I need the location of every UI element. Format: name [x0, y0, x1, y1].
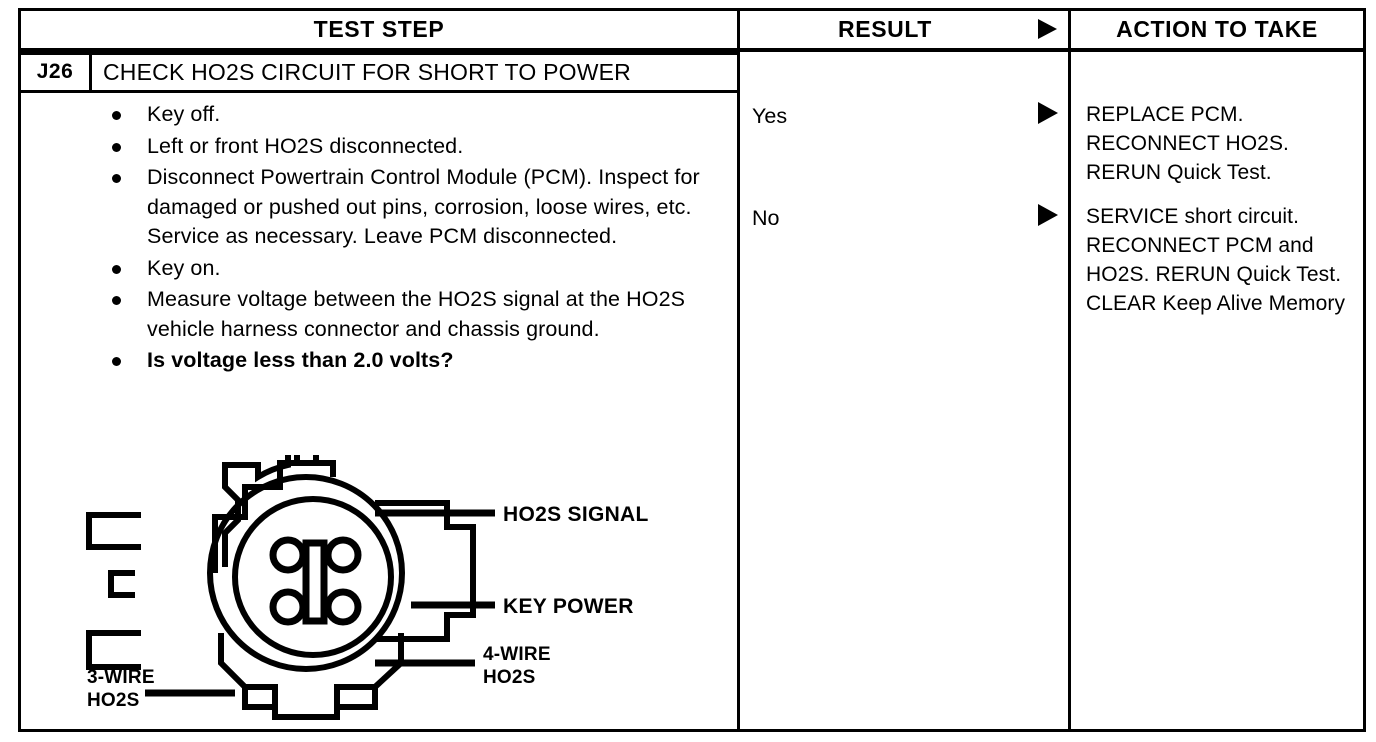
- title-row-bottom-rule: [18, 90, 737, 93]
- header-bottom-rule: [18, 48, 1366, 52]
- pin-hole-upper-right: [324, 536, 362, 574]
- list-item: Key off.: [112, 100, 727, 130]
- title-row-divider: [89, 52, 92, 93]
- step-title: CHECK HO2S CIRCUIT FOR SHORT TO POWER: [103, 59, 631, 85]
- bullet-dot-icon: [112, 296, 121, 305]
- diagram-label-4wire-line2: HO2S: [483, 667, 536, 688]
- bullet-dot-icon: [112, 111, 121, 120]
- diagram-label-3wire-line1: 3-WIRE: [87, 667, 155, 688]
- instruction-text: Key on.: [147, 255, 221, 280]
- instruction-list: Key off. Left or front HO2S disconnected…: [112, 100, 727, 378]
- step-id-cell: J26: [36, 60, 74, 83]
- ho2s-connector-pinout-diagram: HO2S SIGNAL KEY POWER 4-WIRE HO2S 3-WIRE…: [75, 455, 695, 720]
- instruction-text: Measure voltage between the HO2S signal …: [147, 287, 686, 341]
- column-divider-action: [1068, 8, 1071, 732]
- diagram-label-ho2s-signal: HO2S SIGNAL: [503, 503, 649, 526]
- instruction-text: Left or front HO2S disconnected.: [147, 133, 464, 158]
- pin-hole-lower-right: [324, 588, 362, 626]
- result-value-yes: Yes: [752, 104, 788, 128]
- diagram-label-key-power: KEY POWER: [503, 595, 634, 618]
- bullet-dot-icon: [112, 264, 121, 274]
- bullet-dot-icon: [112, 357, 121, 366]
- right-triangle-icon: [1038, 19, 1057, 39]
- list-item: Key on.: [112, 254, 727, 284]
- column-header-action-to-take: ACTION TO TAKE: [1116, 16, 1318, 42]
- title-row-top-rule: [18, 52, 737, 55]
- instruction-text: Disconnect Powertrain Control Module (PC…: [147, 165, 700, 248]
- diagram-label-4wire-line1: 4-WIRE: [483, 644, 551, 665]
- pin-hole-upper-left: [269, 536, 307, 574]
- column-header-result: RESULT: [838, 16, 932, 42]
- list-item: Measure voltage between the HO2S signal …: [112, 285, 727, 344]
- column-divider-result: [737, 8, 740, 732]
- list-item: Left or front HO2S disconnected.: [112, 132, 727, 162]
- column-header-test-step: TEST STEP: [313, 16, 445, 42]
- right-triangle-icon: [1038, 204, 1058, 226]
- result-value-no: No: [752, 206, 780, 230]
- connector-key-slot: [302, 539, 328, 625]
- bullet-dot-icon: [112, 174, 121, 183]
- pin-hole-lower-left: [269, 588, 307, 626]
- action-text-yes: REPLACE PCM. RECONNECT HO2S. RERUN Quick…: [1086, 103, 1289, 184]
- instruction-text: Key off.: [147, 102, 221, 126]
- list-item: Is voltage less than 2.0 volts?: [112, 346, 727, 376]
- right-triangle-icon: [1038, 102, 1058, 124]
- test-step-table: [18, 8, 1366, 732]
- list-item: Disconnect Powertrain Control Module (PC…: [112, 163, 727, 252]
- action-text-no: SERVICE short circuit. RECONNECT PCM and…: [1086, 205, 1346, 315]
- bullet-dot-icon: [112, 142, 121, 152]
- instruction-text-question: Is voltage less than 2.0 volts?: [147, 348, 454, 372]
- diagram-label-3wire-line2: HO2S: [87, 690, 140, 711]
